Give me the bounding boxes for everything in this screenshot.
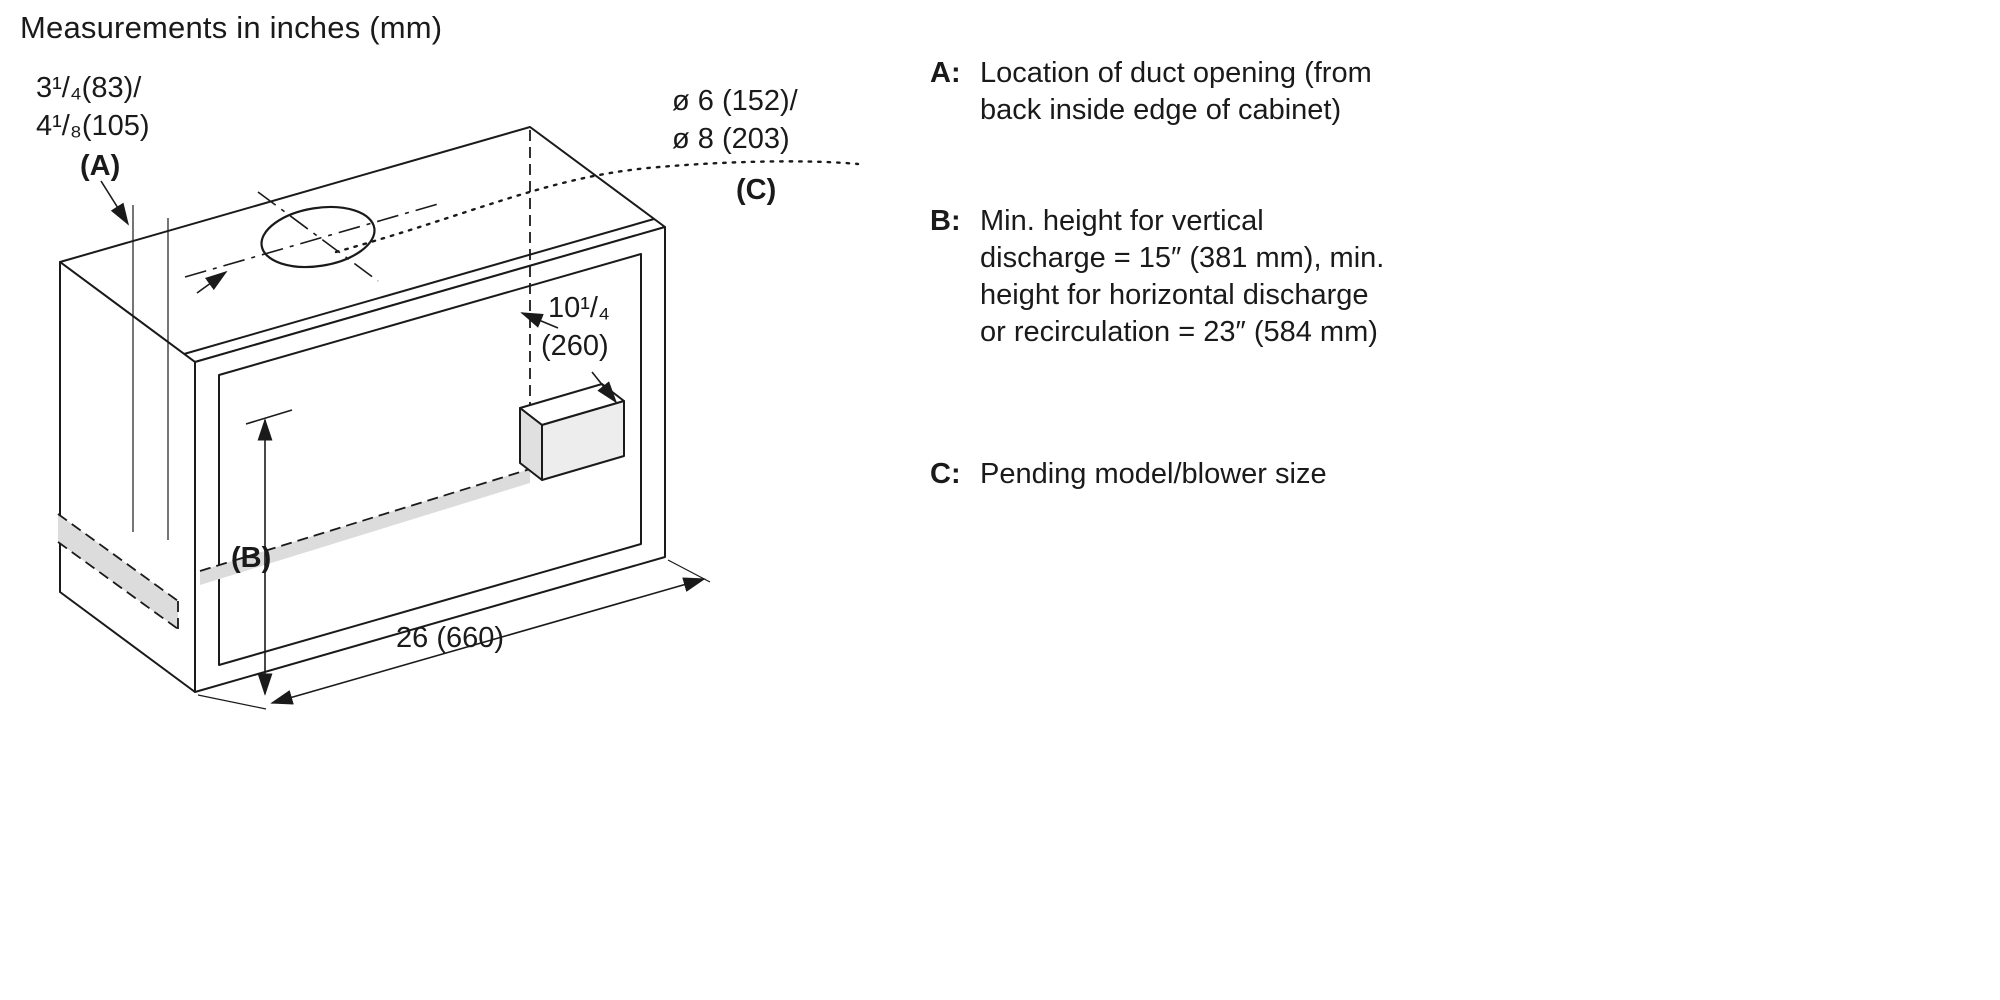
- duct-centerline-long: [184, 203, 439, 278]
- legend-text-b: Min. height for vertical discharge = 15″…: [980, 205, 1385, 348]
- legend-item-c: C: Pending model/blower size: [930, 456, 1327, 493]
- legend-key-b: B:: [930, 205, 961, 237]
- dim-depth-value-line1: 10¹/₄: [548, 292, 610, 324]
- dim-c-value-line1: ø 6 (152)/: [672, 85, 799, 117]
- dim-width-witness-left: [197, 694, 267, 710]
- cabinet-isometric-diagram: 3¹/₄(83)/ 4¹/₈(105) (A) ø 6 (152)/ ø 8 (…: [36, 72, 860, 710]
- dim-c-value-line2: ø 8 (203): [672, 123, 790, 155]
- dimension-b: [245, 409, 293, 696]
- diagram-labels: 3¹/₄(83)/ 4¹/₈(105) (A) ø 6 (152)/ ø 8 (…: [36, 72, 799, 654]
- duct-opening: [184, 191, 439, 282]
- damper-block: [519, 383, 625, 481]
- dim-width-witness-right: [667, 559, 711, 583]
- interior-floor-strip: [200, 469, 530, 585]
- dimension-width: [197, 559, 711, 710]
- interior-shading: [58, 469, 530, 629]
- dim-depth-arrow-back: [520, 312, 559, 329]
- leader-dotted-curve-c: [334, 160, 860, 254]
- dim-width-arrow: [270, 577, 706, 705]
- dim-depth-value-line2: (260): [541, 330, 609, 362]
- dimension-depth: [520, 312, 618, 404]
- hidden-duct-top-edge: [57, 513, 179, 602]
- hidden-duct-shade: [58, 514, 178, 629]
- damper-block-left: [519, 407, 543, 481]
- dim-a-value-line1: 3¹/₄(83)/: [36, 72, 142, 104]
- legend-key-c: C:: [930, 458, 961, 490]
- dim-c-label: (C): [736, 174, 776, 206]
- dim-b-top-tick: [245, 409, 293, 425]
- legend-item-a: A: Location of duct opening (from back i…: [930, 55, 1372, 129]
- page-title: Measurements in inches (mm): [20, 10, 443, 45]
- duct-centerline-short: [257, 191, 379, 282]
- dim-b-label: (B): [231, 542, 271, 574]
- duct-center-arrow: [196, 270, 228, 294]
- dim-a-arrow: [100, 180, 129, 226]
- legend-key-a: A:: [930, 57, 961, 89]
- dim-a-label: (A): [80, 150, 120, 182]
- hidden-floor-back-edge: [199, 468, 531, 572]
- duct-opening-circle: [260, 205, 376, 269]
- dim-width-value: 26 (660): [396, 622, 504, 654]
- dim-a-value-line2: 4¹/₈(105): [36, 110, 150, 142]
- legend-text-c: Pending model/blower size: [980, 458, 1327, 490]
- legend-text-a: Location of duct opening (from back insi…: [980, 57, 1372, 126]
- dimension-a: [100, 180, 228, 540]
- top-face-thickness-line: [183, 218, 655, 355]
- hidden-duct-bottom-edge: [57, 541, 179, 630]
- dim-depth-arrow-front: [591, 371, 618, 404]
- legend-item-b: B: Min. height for vertical discharge = …: [930, 203, 1384, 351]
